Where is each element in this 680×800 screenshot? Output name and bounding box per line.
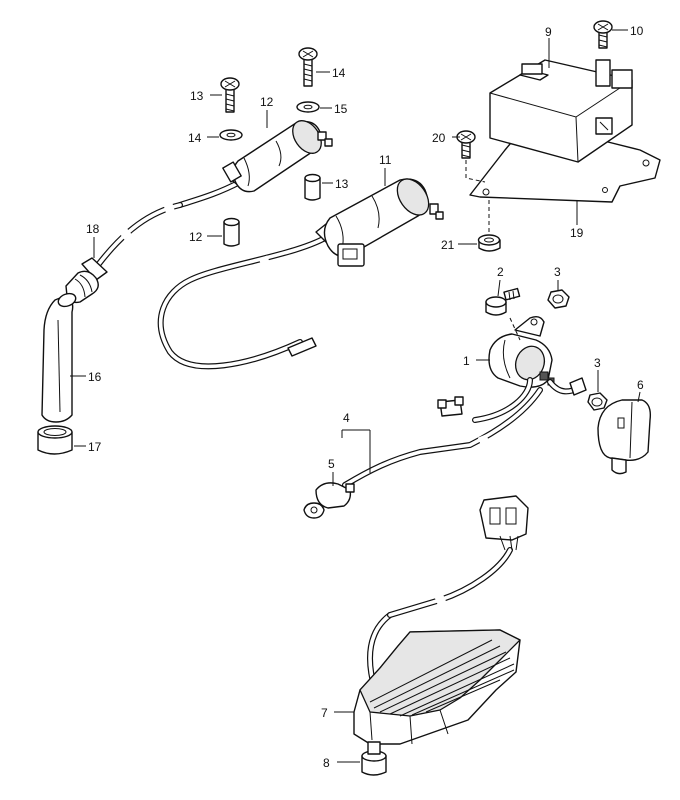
callout-3-mid: 3 <box>594 356 601 370</box>
bolt-14-right <box>298 47 318 87</box>
callout-15-right: 15 <box>334 102 348 116</box>
callout-8: 8 <box>323 756 330 770</box>
callout-2: 2 <box>497 265 504 279</box>
callout-7: 7 <box>321 706 328 720</box>
callout-21: 21 <box>441 238 455 252</box>
starter-relay-1 <box>488 315 555 388</box>
nut-3-top <box>547 289 570 309</box>
callout-4: 4 <box>343 411 350 425</box>
callout-12: 12 <box>260 95 274 109</box>
plug-lead <box>95 199 183 268</box>
callout-15-left: 14 <box>188 131 202 145</box>
seal-17 <box>37 425 73 455</box>
callout-14-right: 14 <box>332 66 346 80</box>
terminal-5 <box>303 482 355 519</box>
leader-lines <box>70 29 641 763</box>
igniter-unit <box>489 59 633 163</box>
harness-4 <box>342 377 587 488</box>
callout-10: 10 <box>630 24 644 38</box>
terminal-cap-6 <box>597 399 652 475</box>
callout-labels: 10 9 14 13 12 15 14 13 11 12 18 16 17 20… <box>86 24 644 770</box>
bolt-2 <box>485 287 521 316</box>
callout-17: 17 <box>88 440 102 454</box>
nut-21 <box>477 234 501 252</box>
callout-6: 6 <box>637 378 644 392</box>
callout-14-left: 13 <box>190 89 204 103</box>
callout-11: 11 <box>379 153 392 167</box>
callout-16: 16 <box>88 370 102 384</box>
ignition-coil-11 <box>157 178 444 370</box>
callout-1: 1 <box>463 354 470 368</box>
nut-3-mid <box>587 392 608 411</box>
callout-9: 9 <box>545 25 552 39</box>
callout-5: 5 <box>328 457 335 471</box>
callout-20: 20 <box>432 131 446 145</box>
callout-19: 19 <box>570 226 584 240</box>
callout-3-top: 3 <box>554 265 561 279</box>
screw-10 <box>593 20 613 49</box>
callout-18: 18 <box>86 222 100 236</box>
ignition-coil-12 <box>177 120 333 208</box>
callout-13-right: 13 <box>335 177 349 191</box>
spacer-13-right <box>304 173 321 201</box>
callout-13-left: 12 <box>189 230 203 244</box>
bolt-8 <box>361 741 387 776</box>
plug-cap-16 <box>41 292 77 423</box>
spacer-13-left <box>223 217 240 247</box>
screw-20 <box>456 130 476 159</box>
regulator-7 <box>353 495 529 745</box>
washer-15-left <box>219 129 243 141</box>
bolt-14-left <box>220 77 240 113</box>
washer-15-right <box>296 101 320 113</box>
